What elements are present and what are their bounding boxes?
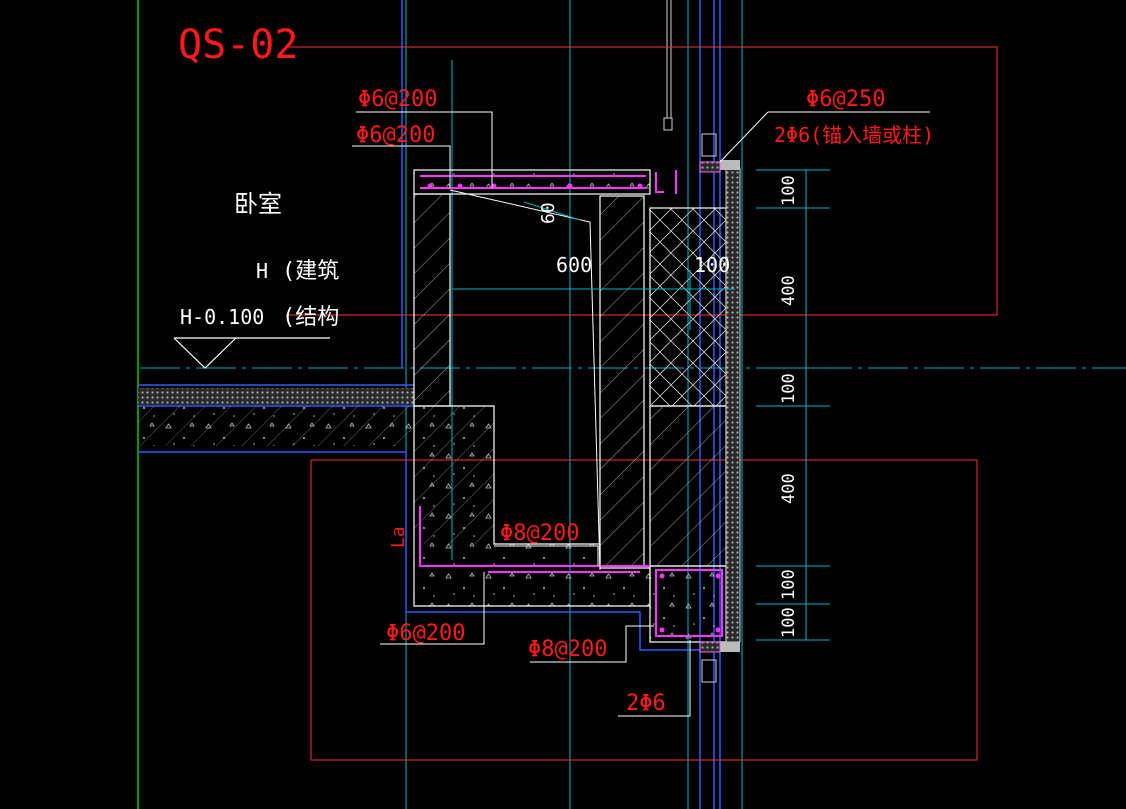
grid-lines	[140, 0, 1126, 809]
floor-slab	[138, 388, 414, 446]
dim-600: 600	[556, 253, 592, 277]
anchor-mark: La	[388, 526, 409, 548]
dim-right-6: 100	[779, 607, 799, 638]
rebar-label-bottom-left: Φ6@200	[386, 621, 465, 646]
rebar-label-right-1: Φ6@250	[806, 87, 885, 112]
dim-60: 60	[538, 202, 559, 224]
elevation-marker	[173, 337, 330, 369]
dim-right-1: 100	[779, 175, 799, 206]
level-note-struct: (结构	[282, 305, 339, 330]
rebar-label-right-2: 2Φ6(锚入墙或柱)	[774, 123, 934, 147]
window-frame	[663, 0, 717, 683]
level-h: H	[256, 259, 268, 283]
level-note-arch: (建筑	[282, 259, 339, 284]
rebar-label-top-2: Φ6@200	[356, 123, 435, 148]
dimension-lines	[452, 169, 830, 641]
concrete-section	[413, 160, 741, 653]
drawing-code: QS-02	[178, 22, 298, 68]
rebar-label-bottom-bar: 2Φ6	[626, 691, 666, 716]
dim-right-4: 400	[779, 473, 799, 504]
elevation-value: H-0.100	[180, 305, 264, 329]
rebar-label-bottom-mid: Φ8@200	[528, 637, 607, 662]
dim-100-horizontal: 100	[694, 253, 730, 277]
rebar-label-top-1: Φ6@200	[358, 87, 437, 112]
rebar	[419, 170, 723, 637]
room-label: 卧室	[234, 190, 282, 218]
dim-right-5: 100	[779, 569, 799, 600]
leader-lines	[352, 111, 930, 717]
dim-right-2: 400	[779, 275, 799, 306]
rebar-dots	[427, 183, 721, 633]
rebar-label-mid: Φ8@200	[500, 521, 579, 546]
dim-right-3: 100	[779, 373, 799, 404]
